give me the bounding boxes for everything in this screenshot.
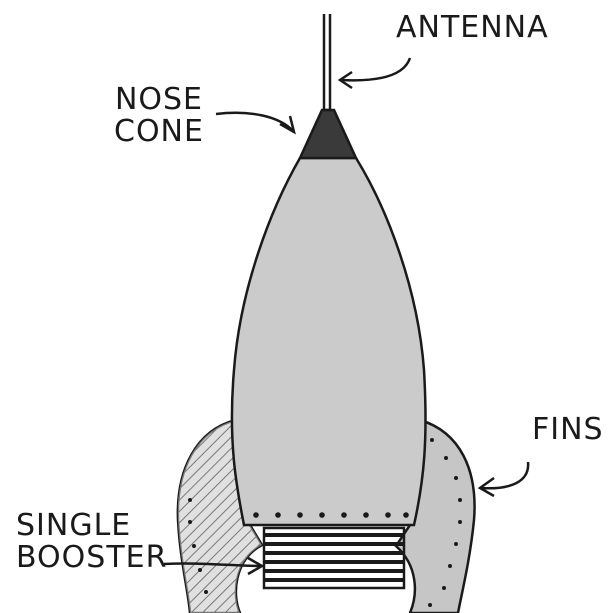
booster-label: SINGLE BOOSTER: [16, 510, 167, 574]
rocket-body: [232, 158, 426, 525]
nose-cone-label-line2: CONE: [114, 116, 204, 148]
fins-label-text: FINS: [532, 412, 604, 447]
antenna-arrow: [340, 58, 410, 80]
antenna-label-text: ANTENNA: [396, 10, 549, 45]
booster-label-line1: SINGLE: [16, 510, 167, 542]
antenna-label: ANTENNA: [396, 12, 549, 44]
nose-cone-label-line1: NOSE: [114, 84, 204, 116]
nose-cone: [300, 110, 356, 158]
nose-cone-label: NOSE CONE: [114, 84, 204, 148]
booster-label-line2: BOOSTER: [16, 542, 167, 574]
booster: [264, 528, 404, 588]
fins-arrowhead: [480, 478, 494, 496]
nose-cone-arrowhead: [280, 116, 294, 132]
nose-cone-arrow: [216, 113, 294, 132]
antenna-shaft: [324, 14, 330, 110]
fins-label: FINS: [532, 414, 604, 446]
